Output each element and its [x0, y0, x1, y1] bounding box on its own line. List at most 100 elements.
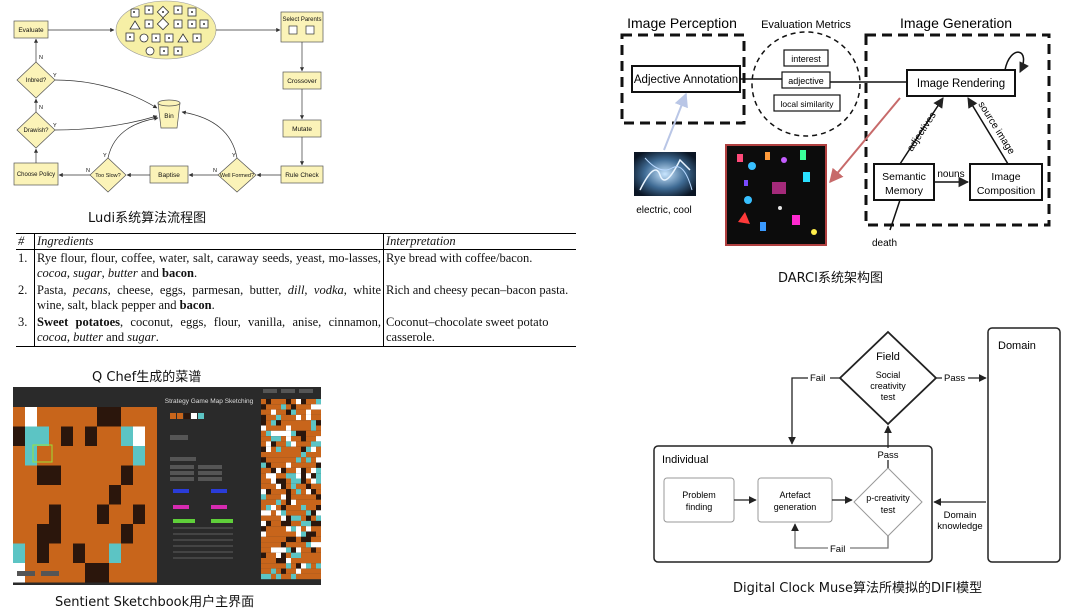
map-tile[interactable]	[13, 543, 25, 564]
map-tile[interactable]	[73, 465, 85, 486]
map-tile[interactable]	[73, 426, 85, 447]
map-tile[interactable]	[61, 446, 73, 466]
map-tile[interactable]	[85, 524, 97, 544]
map-tile[interactable]	[109, 426, 121, 447]
map-tile[interactable]	[133, 426, 145, 447]
map-tile[interactable]	[121, 504, 133, 525]
palette[interactable]	[170, 413, 204, 419]
map-tile[interactable]	[25, 407, 37, 427]
map-tile[interactable]	[121, 446, 133, 466]
map-tile[interactable]	[49, 504, 61, 525]
map-tile[interactable]	[61, 524, 73, 544]
map-tile[interactable]	[61, 465, 73, 486]
map-tile[interactable]	[145, 426, 157, 447]
map-tile[interactable]	[73, 407, 85, 427]
map-tile[interactable]	[61, 543, 73, 564]
map-tile[interactable]	[97, 485, 109, 505]
map-tile[interactable]	[85, 485, 97, 505]
map-tile[interactable]	[109, 407, 121, 427]
map-tile[interactable]	[61, 563, 73, 583]
map-tile[interactable]	[73, 504, 85, 525]
map-tile[interactable]	[97, 407, 109, 427]
map-tile[interactable]	[109, 543, 121, 564]
control-panel[interactable]	[17, 389, 313, 576]
map-tile[interactable]	[25, 446, 37, 466]
map-tile[interactable]	[145, 504, 157, 525]
map-tile[interactable]	[145, 465, 157, 486]
map-tile[interactable]	[61, 485, 73, 505]
map-tile[interactable]	[25, 524, 37, 544]
map-tile[interactable]	[73, 543, 85, 564]
map-tile[interactable]	[37, 426, 49, 447]
map-tile[interactable]	[37, 465, 49, 486]
map-tile[interactable]	[121, 407, 133, 427]
map-tile[interactable]	[37, 504, 49, 525]
map-tile[interactable]	[85, 465, 97, 486]
map-tile[interactable]	[133, 524, 145, 544]
map-tile[interactable]	[133, 543, 145, 564]
map-tile[interactable]	[85, 407, 97, 427]
map-tile[interactable]	[109, 504, 121, 525]
map-tile[interactable]	[13, 504, 25, 525]
map-tile[interactable]	[133, 504, 145, 525]
map-tile[interactable]	[145, 446, 157, 466]
map-tile[interactable]	[97, 504, 109, 525]
map-tile[interactable]	[25, 543, 37, 564]
map-tile[interactable]	[109, 563, 121, 583]
map-tile[interactable]	[145, 543, 157, 564]
map-tile[interactable]	[97, 426, 109, 447]
map-tile[interactable]	[49, 485, 61, 505]
map-tile[interactable]	[97, 543, 109, 564]
map-tile[interactable]	[49, 446, 61, 466]
map-tile[interactable]	[145, 563, 157, 583]
map-tile[interactable]	[73, 563, 85, 583]
map-tile[interactable]	[133, 485, 145, 505]
map-tile[interactable]	[121, 485, 133, 505]
suggestion-thumbnails[interactable]	[261, 399, 321, 580]
map-tile[interactable]	[25, 426, 37, 447]
map-tile[interactable]	[25, 504, 37, 525]
map-tile[interactable]	[145, 485, 157, 505]
map-tile[interactable]	[109, 524, 121, 544]
map-tile[interactable]	[37, 543, 49, 564]
map-grid[interactable]	[13, 407, 157, 583]
map-tile[interactable]	[85, 543, 97, 564]
map-tile[interactable]	[97, 465, 109, 486]
map-tile[interactable]	[133, 446, 145, 466]
map-tile[interactable]	[13, 407, 25, 427]
map-tile[interactable]	[37, 485, 49, 505]
map-tile[interactable]	[25, 465, 37, 486]
map-tile[interactable]	[121, 426, 133, 447]
map-tile[interactable]	[73, 485, 85, 505]
map-tile[interactable]	[73, 446, 85, 466]
map-tile[interactable]	[37, 407, 49, 427]
map-tile[interactable]	[13, 485, 25, 505]
map-tile[interactable]	[85, 504, 97, 525]
map-tile[interactable]	[49, 543, 61, 564]
map-tile[interactable]	[61, 426, 73, 447]
map-tile[interactable]	[49, 426, 61, 447]
map-tile[interactable]	[145, 524, 157, 544]
map-tile[interactable]	[61, 407, 73, 427]
map-tile[interactable]	[49, 407, 61, 427]
map-tile[interactable]	[61, 504, 73, 525]
map-tile[interactable]	[109, 485, 121, 505]
map-tile[interactable]	[85, 426, 97, 447]
map-tile[interactable]	[73, 524, 85, 544]
map-tile[interactable]	[13, 524, 25, 544]
map-tile[interactable]	[49, 524, 61, 544]
map-tile[interactable]	[37, 446, 49, 466]
map-tile[interactable]	[145, 407, 157, 427]
map-tile[interactable]	[133, 465, 145, 486]
map-tile[interactable]	[121, 524, 133, 544]
map-tile[interactable]	[85, 446, 97, 466]
map-tile[interactable]	[133, 407, 145, 427]
map-tile[interactable]	[13, 426, 25, 447]
map-tile[interactable]	[13, 465, 25, 486]
map-tile[interactable]	[121, 543, 133, 564]
map-tile[interactable]	[121, 563, 133, 583]
map-tile[interactable]	[109, 446, 121, 466]
map-tile[interactable]	[97, 563, 109, 583]
map-tile[interactable]	[97, 524, 109, 544]
map-tile[interactable]	[37, 524, 49, 544]
